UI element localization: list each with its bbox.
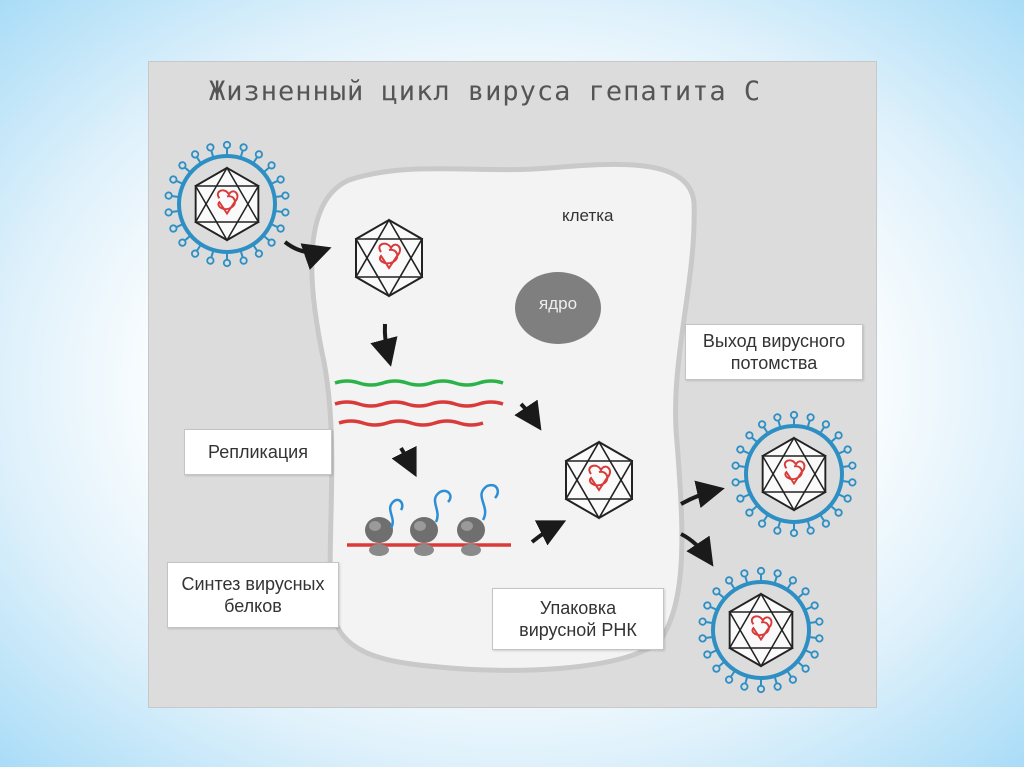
- arrow-icon: [680, 480, 725, 509]
- spike-icon: [789, 521, 799, 538]
- ribosome-icon: [365, 517, 393, 556]
- rna-strand-red: [338, 419, 484, 427]
- exit-label: Выход вирусного потомства: [685, 324, 863, 380]
- virion-icon: [730, 410, 858, 538]
- arrow-icon: [680, 532, 714, 567]
- packaging-label: Упаковка вирусной РНК: [492, 588, 664, 650]
- spike-icon: [783, 574, 799, 593]
- virion-icon: [163, 140, 291, 268]
- ribosome-icon: [457, 517, 485, 556]
- replication-label: Репликация: [184, 429, 332, 475]
- spike-icon: [756, 418, 772, 437]
- spike-icon: [756, 511, 772, 530]
- protein-chain: [433, 489, 452, 523]
- diagram-panel: Жизненный цикл вируса гепатита С: [148, 61, 877, 708]
- spike-icon: [723, 667, 739, 686]
- nucleus: [515, 272, 601, 344]
- spike-icon: [189, 241, 205, 260]
- spike-icon: [249, 241, 265, 260]
- spike-icon: [816, 418, 832, 437]
- ribosome-icon: [410, 517, 438, 556]
- spike-icon: [222, 140, 232, 157]
- arrow-icon: [283, 240, 332, 270]
- rna-strand-green: [334, 379, 504, 387]
- spike-icon: [189, 148, 205, 167]
- diagram-title: Жизненный цикл вируса гепатита С: [209, 76, 762, 107]
- arrow-icon: [514, 399, 542, 431]
- cell-label: клетка: [562, 206, 614, 225]
- spike-icon: [816, 511, 832, 530]
- arrow-icon: [391, 445, 417, 478]
- rna-strand-red: [334, 400, 504, 408]
- arrow-icon: [370, 323, 398, 367]
- spike-icon: [222, 251, 232, 268]
- arrow-icon: [530, 520, 567, 546]
- spike-icon: [249, 148, 265, 167]
- protein-chain: [480, 483, 499, 521]
- spike-icon: [723, 574, 739, 593]
- spike-icon: [783, 667, 799, 686]
- spike-icon: [756, 566, 766, 583]
- spike-icon: [789, 410, 799, 427]
- virion-icon: [697, 566, 825, 694]
- synthesis-label: Синтез вирусных белков: [167, 562, 339, 628]
- spike-icon: [756, 677, 766, 694]
- nucleus-label: ядро: [539, 294, 578, 313]
- protein-chain: [388, 498, 404, 529]
